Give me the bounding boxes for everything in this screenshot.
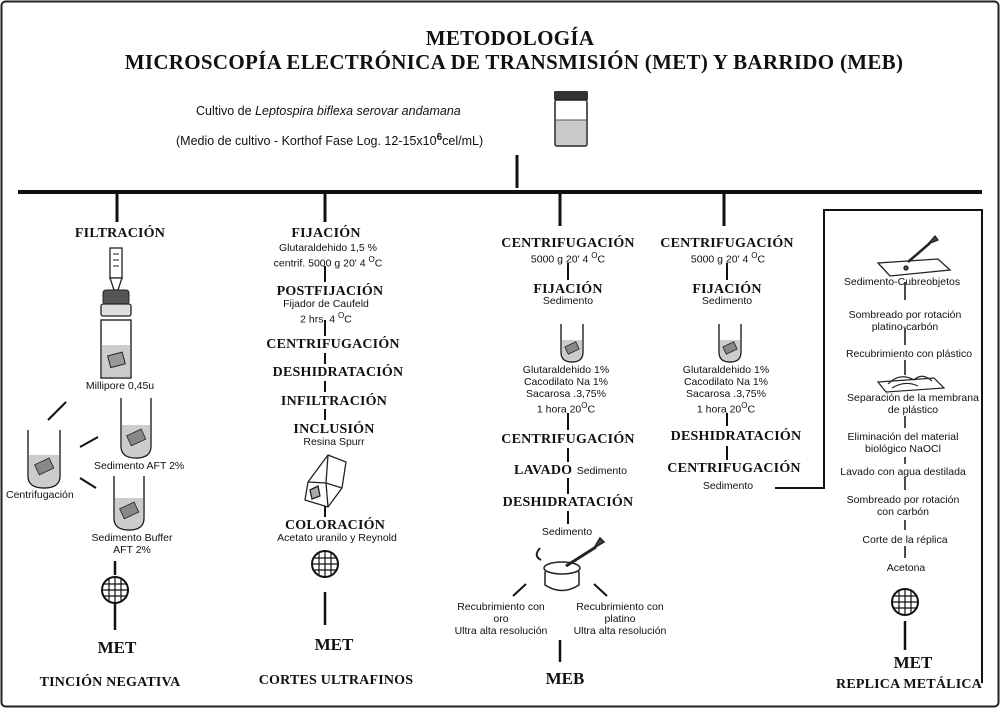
col3-fijacion: FIJACIÓN	[533, 282, 603, 297]
tube-col3-icon	[560, 324, 584, 363]
col4-fijacion-detail: Sedimento	[701, 295, 753, 307]
coating-pan-icon	[535, 536, 606, 592]
culture-jar-icon	[554, 91, 588, 147]
culture-organism: Leptospira biflexa serovar andamana	[255, 104, 461, 118]
col1-technique: TINCIÓN NEGATIVA	[39, 675, 181, 690]
col3-reagents: Glutaraldehido 1%Cacodilato Na 1%Sacaros…	[522, 364, 610, 416]
col3-result: MEB	[545, 669, 585, 688]
col2-technique: CORTES ULTRAFINOS	[258, 673, 414, 688]
col4-centrifugacion: CENTRIFUGACIÓN	[660, 236, 794, 251]
col4-centrifugacion2: CENTRIFUGACIÓN	[667, 461, 801, 476]
col5-result: MET	[893, 653, 933, 672]
col3-centrifugacion: CENTRIFUGACIÓN	[501, 236, 635, 251]
col4-centrifugacion-detail: 5000 g 20' 4 OC	[690, 251, 766, 266]
culture-medium: (Medio de cultivo - Korthof Fase Log. 12…	[176, 132, 484, 149]
col2-infiltracion: INFILTRACIÓN	[280, 394, 388, 409]
col2-fijacion: FIJACIÓN	[291, 226, 361, 241]
col3-centrifugacion-detail: 5000 g 20' 4 OC	[530, 251, 606, 266]
col2-coloracion-detail: Acetato uranilo y Reynold	[277, 532, 397, 544]
col2-coloracion: COLORACIÓN	[284, 518, 386, 533]
col1-result: MET	[97, 638, 137, 657]
grid-icon-col2	[311, 550, 339, 578]
pipette-slide-icon	[876, 234, 952, 277]
col2-fijacion-detail: Glutaraldehido 1,5 %centrif. 5000 g 20' …	[273, 242, 383, 270]
col4-reagents: Glutaraldehido 1%Cacodilato Na 1%Sacaros…	[682, 364, 770, 416]
col2-postfijacion: POSTFIJACIÓN	[276, 284, 384, 299]
col2-inclusion-detail: Resina Spurr	[303, 436, 365, 448]
col4-col5-connector	[775, 209, 983, 683]
col3-lavado-line: LAVADO Sedimento	[514, 461, 627, 479]
col3-deshidratacion: DESHIDRATACIÓN	[502, 495, 634, 510]
col4-fijacion: FIJACIÓN	[692, 282, 762, 297]
col5-step9: Acetona	[886, 562, 926, 574]
col5-step3: Recubrimiento con plástico	[845, 348, 973, 360]
tube-centrifugacion-icon	[27, 430, 61, 489]
resin-block-icon	[304, 454, 347, 508]
col1-millipore: Millipore 0,45u	[85, 380, 155, 392]
col3-sedimento: Sedimento	[541, 526, 593, 538]
col1-filtracion: FILTRACIÓN	[74, 226, 166, 241]
col4-sedimento: Sedimento	[702, 480, 754, 492]
title-line2: MICROSCOPÍA ELECTRÓNICA DE TRANSMISIÓN (…	[124, 50, 904, 74]
grid-icon-col5	[891, 588, 919, 616]
col2-inclusion: INCLUSIÓN	[293, 422, 375, 437]
col5-step1: Sedimento-Cubreobjetos	[843, 276, 961, 288]
filtration-apparatus-icon	[100, 247, 132, 379]
grid-icon-col1	[101, 576, 129, 604]
col2-centrifugacion: CENTRIFUGACIÓN	[266, 337, 400, 352]
col3-lavado: LAVADO	[514, 463, 573, 478]
col2-deshidratacion: DESHIDRATACIÓN	[272, 365, 404, 380]
col1-centrifugacion: Centrifugación	[6, 489, 74, 501]
col3-lavado-detail: Sedimento	[576, 465, 627, 477]
tube-col4-icon	[718, 324, 742, 363]
col5-technique: REPLICA METÁLICA	[836, 677, 982, 692]
col1-sedimento-aft: Sedimento AFT 2%	[94, 460, 185, 472]
col3-centrifugacion2: CENTRIFUGACIÓN	[501, 432, 635, 447]
culture-prefix: Cultivo de	[196, 104, 256, 118]
tube-sedimento-aft-icon	[120, 398, 152, 459]
col2-result: MET	[314, 635, 354, 654]
title-line1: METODOLOGÍA	[425, 26, 595, 50]
col3-fijacion-detail: Sedimento	[542, 295, 594, 307]
membrane-icon	[876, 375, 946, 393]
col5-step6: Lavado con agua destilada	[840, 466, 966, 478]
culture-line: Cultivo de Leptospira biflexa serovar an…	[196, 104, 461, 118]
col4-deshidratacion: DESHIDRATACIÓN	[670, 429, 802, 444]
col5-step8: Corte de la réplica	[862, 534, 948, 546]
tube-sedimento-buffer-icon	[113, 476, 145, 531]
